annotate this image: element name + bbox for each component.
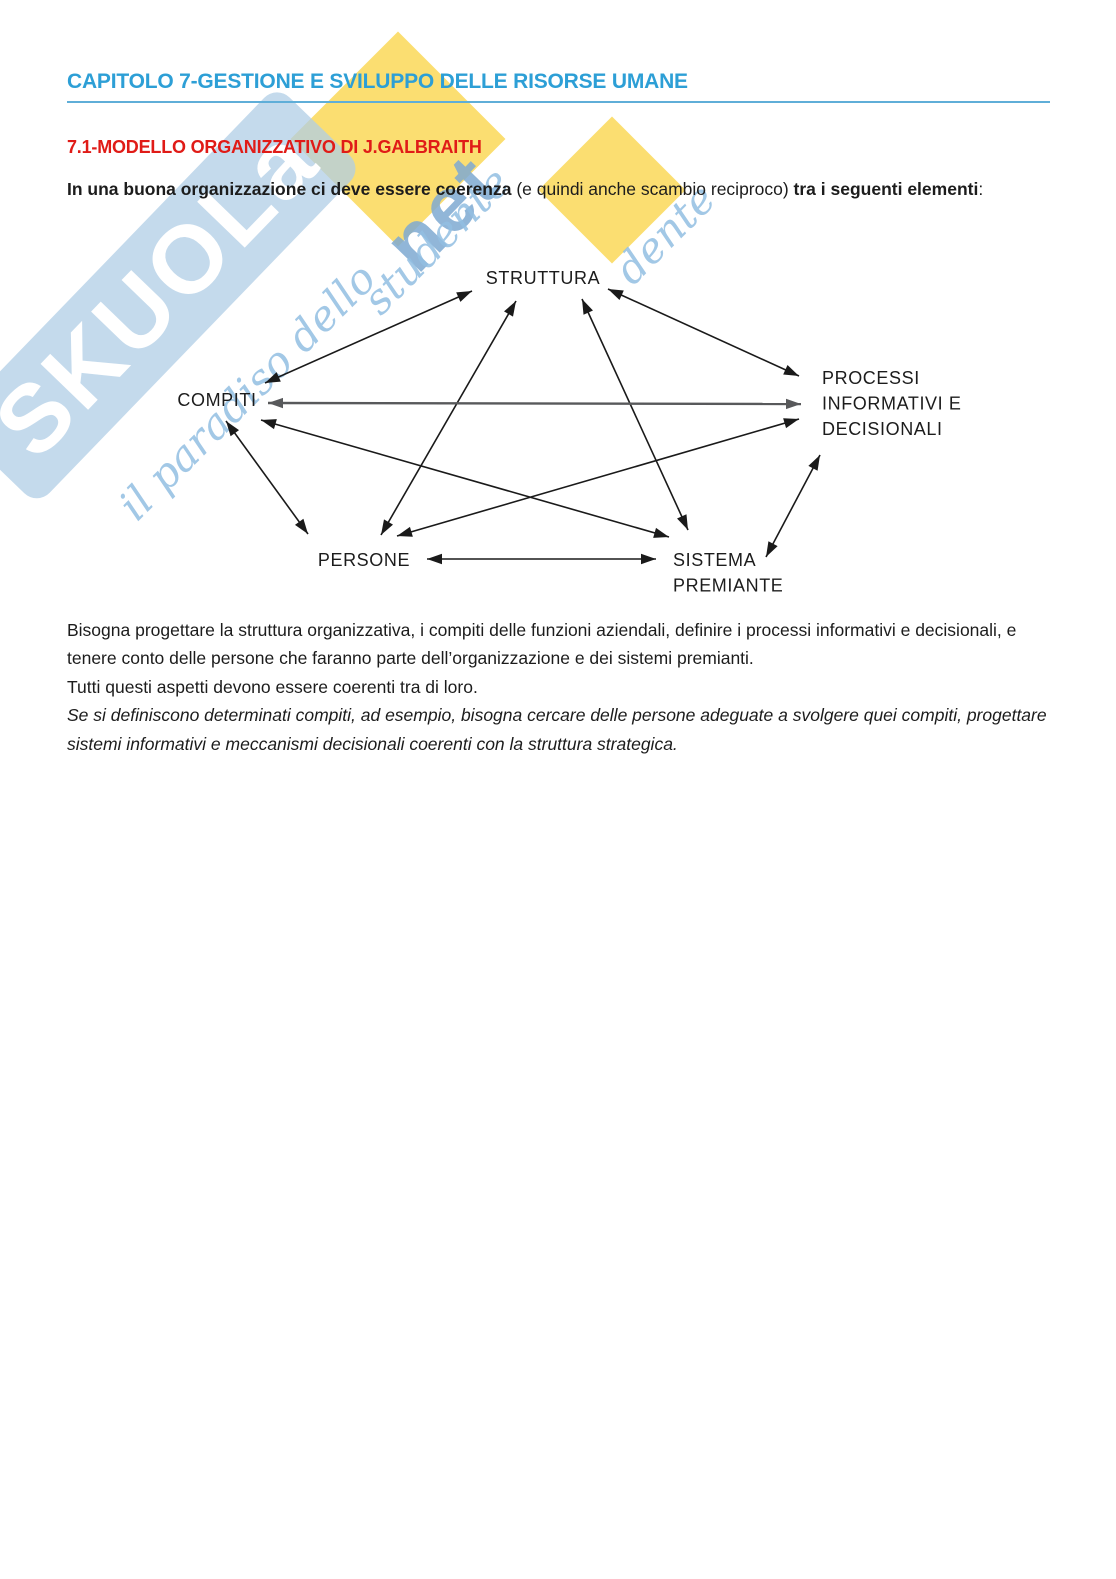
title-underline <box>67 101 1050 103</box>
arrowhead <box>608 289 624 300</box>
arrowhead <box>268 397 284 409</box>
diagram-edge-sistema-struttura <box>581 298 689 531</box>
edge-line <box>380 300 517 536</box>
arrowhead <box>397 526 413 537</box>
diagram-edge-persone-processi <box>396 418 800 537</box>
diagram-edge-compiti-persone <box>225 420 309 535</box>
body-paragraph-1: Bisogna progettare la struttura organizz… <box>67 620 1017 669</box>
edge-line <box>260 419 670 538</box>
arrowhead <box>641 553 656 565</box>
arrowhead <box>381 519 393 535</box>
diagram-edge-persone-sistema <box>427 553 656 565</box>
arrowhead <box>766 541 778 557</box>
intro-regular-2: : <box>978 179 984 199</box>
intro-paragraph: In una buona organizzazione ci deve esse… <box>67 175 1059 204</box>
diagram-node-line: COMPITI <box>177 390 256 410</box>
diagram-node-line: STRUTTURA <box>486 268 600 288</box>
intro-regular-1: (e quindi anche scambio reciproco) <box>511 179 794 199</box>
edge-line <box>607 288 800 377</box>
diagram-node-line: SISTEMA <box>673 550 756 570</box>
diagram-edge-compiti-sistema <box>260 419 670 538</box>
diagram-node-line: DECISIONALI <box>822 419 943 439</box>
edge-line <box>267 401 802 406</box>
arrowhead <box>427 553 442 565</box>
intro-bold-2: tra i seguenti elementi <box>793 179 979 199</box>
diagram-svg: STRUTTURA COMPITI PROCESSI INFORMATIVI E DEC… <box>177 268 961 596</box>
body-paragraph-2: Tutti questi aspetti devono essere coere… <box>67 676 478 697</box>
diagram-edge-struttura-processi <box>607 288 800 377</box>
body-text: Bisogna progettare la struttura organizz… <box>67 616 1067 758</box>
arrowhead <box>653 527 669 538</box>
arrowhead <box>261 419 277 430</box>
arrowhead <box>783 418 799 429</box>
diagram-node-line: PERSONE <box>318 550 410 570</box>
arrowhead <box>456 291 472 302</box>
diagram-node-line: PREMIANTE <box>673 576 783 596</box>
arrowhead <box>226 421 240 437</box>
section-heading: 7.1-MODELLO ORGANIZZATIVO DI J.GALBRAITH <box>67 137 482 157</box>
arrowhead <box>265 372 281 383</box>
edge-line <box>225 420 309 535</box>
diagram-node-persone: PERSONE <box>318 550 410 570</box>
edge-line <box>765 454 821 558</box>
arrowhead <box>504 301 516 317</box>
diagram-edge-compiti-processi <box>267 397 802 410</box>
diagram-edge-compiti-struttura <box>264 290 473 384</box>
body-paragraph-3-italic: Se si definiscono determinati compiti, a… <box>67 705 1047 754</box>
arrowhead <box>785 398 801 410</box>
arrowhead <box>808 455 820 471</box>
edge-line <box>264 290 473 384</box>
chapter-title: CAPITOLO 7-GESTIONE E SVILUPPO DELLE RIS… <box>67 70 688 93</box>
arrowhead <box>783 365 799 376</box>
diagram-edge-persone-struttura <box>380 300 517 536</box>
diagram-node-struttura: STRUTTURA <box>486 268 600 288</box>
arrowhead <box>294 518 308 534</box>
edge-line <box>396 418 800 537</box>
arrowhead <box>677 514 688 530</box>
arrowhead <box>582 299 593 315</box>
diagram-node-processi: PROCESSI INFORMATIVI E DECISIONALI <box>822 368 961 439</box>
diagram-node-sistema: SISTEMA PREMIANTE <box>673 550 783 596</box>
diagram-edge-sistema-processi <box>765 454 821 558</box>
diagram-node-line: PROCESSI <box>822 368 920 388</box>
diagram-node-compiti: COMPITI <box>177 390 256 410</box>
galbraith-model-diagram: STRUTTURA COMPITI PROCESSI INFORMATIVI E DEC… <box>0 255 1116 610</box>
edge-line <box>581 298 689 531</box>
diagram-node-line: INFORMATIVI E <box>822 394 961 414</box>
intro-bold-1: In una buona organizzazione ci deve esse… <box>67 179 512 199</box>
